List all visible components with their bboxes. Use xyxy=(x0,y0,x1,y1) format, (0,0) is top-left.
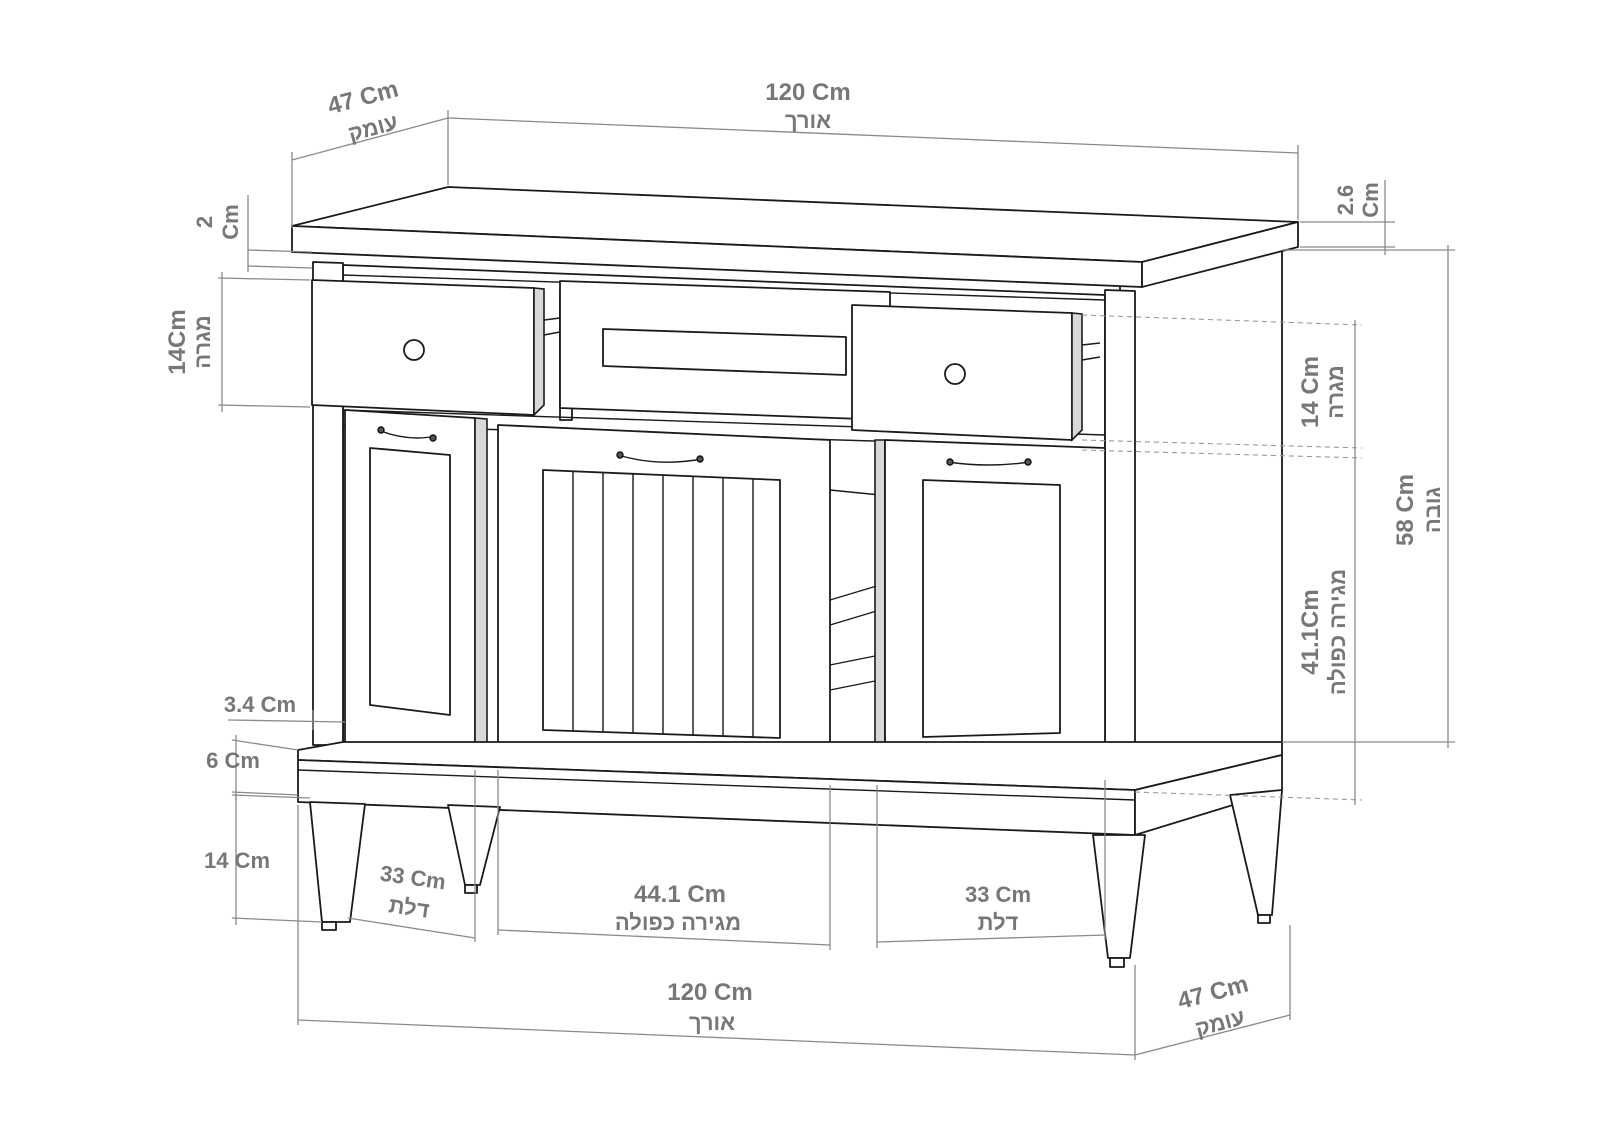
leg-back-right xyxy=(1229,789,1283,916)
drawer-left-side xyxy=(533,287,545,417)
door-right-panel xyxy=(922,479,1061,738)
double-drawer-slats xyxy=(572,471,754,737)
door-left-edge xyxy=(474,417,488,766)
label-drawer-right-name: מגרה xyxy=(1323,365,1348,418)
dimension-lines xyxy=(217,110,1455,1060)
door-right-handle xyxy=(947,461,1031,466)
drawer-left-knob xyxy=(403,339,425,361)
label-top-thickness-value: 2.6 xyxy=(1333,185,1358,216)
label-base-value: 6 Cm xyxy=(206,748,260,773)
label-top-thickness-unit: Cm xyxy=(1358,182,1383,217)
label-length-bottom-name: אורך xyxy=(689,1010,735,1035)
label-height-name: גובה xyxy=(1420,487,1445,533)
cabinet-side-panel xyxy=(1119,249,1283,776)
label-drawer-left-value: 14Cm xyxy=(164,309,191,374)
door-left-panel xyxy=(369,447,451,716)
label-drawer-left-name: מגרה xyxy=(190,315,215,368)
label-double-drawer-value: 44.1 Cm xyxy=(634,881,726,908)
label-door-right-name: דלת xyxy=(978,910,1019,935)
cabinet-drawing xyxy=(291,186,1299,968)
label-length-bottom-value: 120 Cm xyxy=(667,979,752,1006)
label-double-drawer-side-name: מגירה כפולה xyxy=(1325,569,1350,695)
leg-front-right xyxy=(1092,834,1146,959)
leg-back-left xyxy=(447,804,501,886)
leg-front-left xyxy=(309,801,366,923)
label-door-left-name: דלת xyxy=(387,892,431,922)
double-drawer-panel xyxy=(542,469,781,739)
frame-right-post xyxy=(1104,289,1136,776)
double-drawer-handle xyxy=(617,454,703,463)
label-drawer-right-value: 14 Cm xyxy=(1297,356,1324,428)
drawer-center-panel xyxy=(602,328,847,376)
label-depth-top-name: עומק xyxy=(345,109,400,146)
drawer-right-side xyxy=(1071,312,1083,442)
label-legs-value: 14 Cm xyxy=(204,848,270,873)
label-double-drawer-side-value: 41.1Cm xyxy=(1297,589,1324,674)
label-height-value: 58 Cm xyxy=(1392,474,1419,546)
cabinet-top-side-edge xyxy=(1141,221,1299,288)
dimension-labels: 47 Cm עומק 120 Cm אורך 2.6 Cm 2 Cm 14Cm … xyxy=(164,75,1445,1041)
label-length-top-value: 120 Cm xyxy=(765,79,850,106)
label-double-drawer-name: מגירה כפולה xyxy=(615,910,741,935)
label-length-top-name: אורך xyxy=(785,108,831,133)
label-gap-value: 2 xyxy=(192,216,217,228)
label-gap-unit: Cm xyxy=(218,204,243,239)
label-door-right-value: 33 Cm xyxy=(965,882,1031,907)
door-right-edge xyxy=(874,439,886,781)
label-frame-value: 3.4 Cm xyxy=(224,692,296,717)
label-door-left-value: 33 Cm xyxy=(379,861,448,895)
drawer-right-knob xyxy=(944,363,966,385)
